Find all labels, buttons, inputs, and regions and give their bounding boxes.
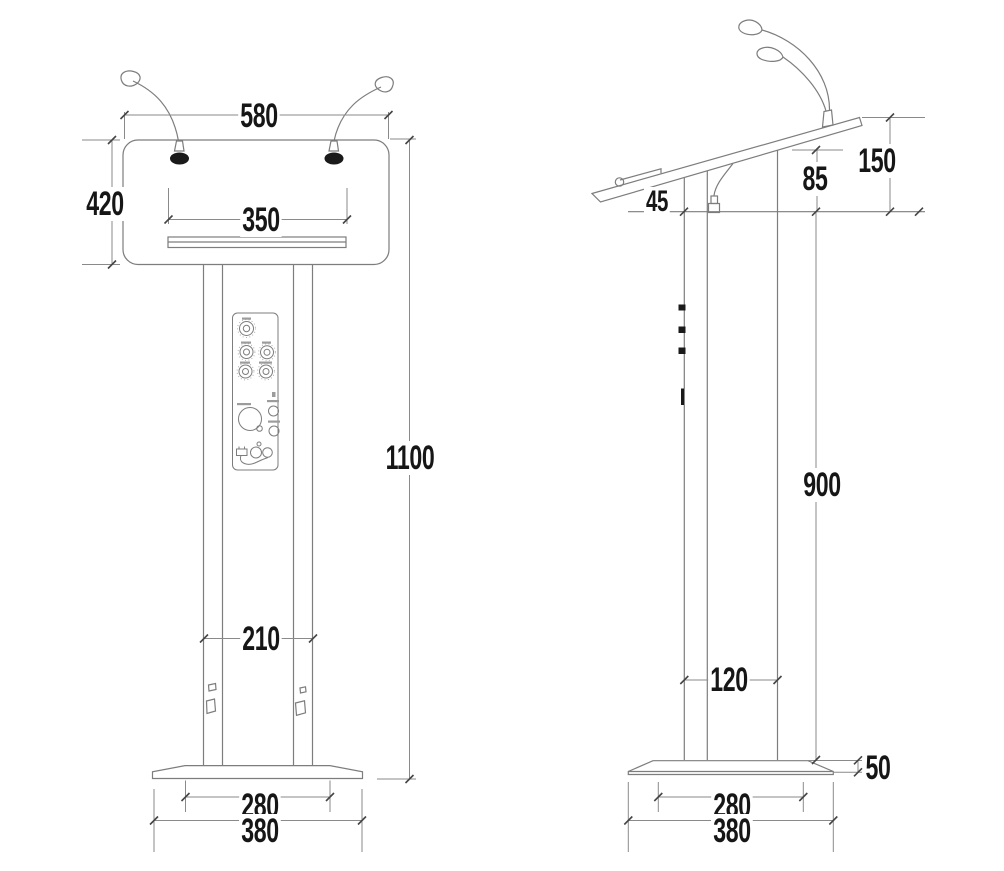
dim-front-overall-height: 1100 <box>383 441 437 475</box>
knob-profile-marks <box>678 304 686 405</box>
level-knob-row-icon <box>236 362 275 381</box>
side-view <box>590 19 925 776</box>
volume-knob-icon <box>237 319 256 338</box>
side-dimension-lines <box>627 117 925 852</box>
xlr-mic-input-icon <box>238 407 263 432</box>
dim-side-desk-height: 150 <box>856 144 898 178</box>
column-right <box>292 264 314 766</box>
dim-side-desk-front-edge: 45 <box>643 187 671 217</box>
dim-side-body-height: 900 <box>801 468 843 502</box>
dim-front-top-width: 580 <box>238 99 280 133</box>
mic-connector-icon <box>707 163 734 214</box>
gooseneck-lamp-right-icon <box>324 76 394 165</box>
gooseneck-lamp-side-icon <box>738 19 834 128</box>
panel-micro-labels <box>237 317 280 423</box>
column-side <box>678 150 779 760</box>
cutout-marks-left <box>205 682 217 715</box>
book-tray <box>167 236 347 249</box>
dim-front-column-width: 210 <box>240 622 282 656</box>
base-front <box>151 765 364 780</box>
dim-front-tray-width: 350 <box>240 203 282 237</box>
dim-side-desk-back-rise: 85 <box>800 162 830 196</box>
dimension-ticks <box>107 110 924 826</box>
column-left <box>202 264 224 766</box>
tone-knob-row-icon <box>237 343 276 362</box>
front-view <box>120 70 394 780</box>
dim-side-column-depth: 120 <box>708 663 750 697</box>
dim-side-base-depth: 380 <box>711 814 753 848</box>
reading-surface <box>590 116 863 203</box>
control-panel <box>232 312 280 471</box>
dim-front-base-width: 380 <box>239 814 281 848</box>
power-plug-icon <box>236 446 269 465</box>
book-stop-lip <box>614 168 662 187</box>
dim-side-base-height: 50 <box>863 751 893 785</box>
cutout-marks-right <box>294 686 307 717</box>
dim-front-top-height: 420 <box>84 187 126 221</box>
jack-sockets-icon <box>250 405 280 459</box>
gooseneck-lamp-left-icon <box>120 70 189 165</box>
base-side <box>627 760 834 776</box>
